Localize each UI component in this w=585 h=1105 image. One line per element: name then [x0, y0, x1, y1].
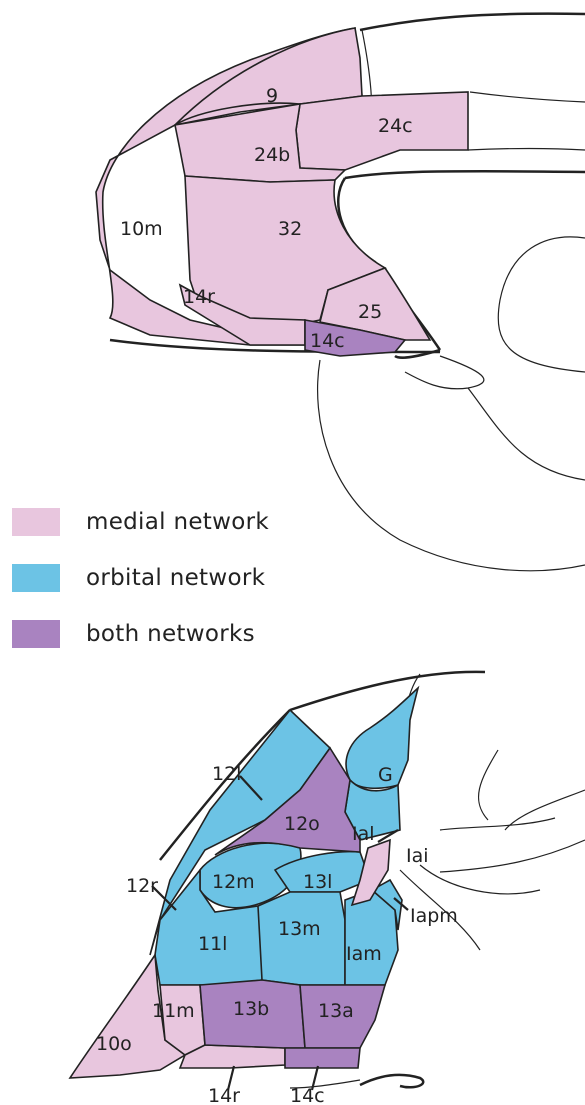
- legend-item-both: both networks: [12, 606, 332, 662]
- medial-swatch: [12, 508, 60, 536]
- legend-label-orbital: orbital network: [86, 565, 265, 591]
- legend-item-orbital: orbital network: [12, 550, 332, 606]
- label-12l: 12l: [212, 763, 241, 785]
- label-G: G: [378, 764, 393, 786]
- label-12o: 12o: [284, 813, 320, 835]
- label-Iapm: Iapm: [410, 905, 458, 927]
- label-12r: 12r: [126, 875, 158, 897]
- label-10o: 10o: [96, 1033, 132, 1055]
- label-13m: 13m: [278, 918, 321, 940]
- label-24c: 24c: [378, 115, 413, 137]
- label-11m: 11m: [152, 1000, 195, 1022]
- label-14r-orbital: 14r: [208, 1085, 240, 1105]
- label-14c-medial: 14c: [310, 330, 345, 352]
- label-13a: 13a: [318, 1000, 354, 1022]
- label-Ial: Ial: [352, 823, 375, 845]
- label-25: 25: [358, 301, 382, 323]
- region-14c-orbital: [285, 1048, 360, 1068]
- label-12m: 12m: [212, 871, 255, 893]
- label-24b: 24b: [254, 144, 290, 166]
- legend-label-medial: medial network: [86, 509, 269, 535]
- label-11l: 11l: [198, 933, 227, 955]
- label-32: 32: [278, 218, 302, 240]
- orbital-swatch: [12, 564, 60, 592]
- legend-item-medial: medial network: [12, 494, 332, 550]
- medial-regions: [96, 28, 468, 345]
- label-10m: 10m: [120, 218, 163, 240]
- label-Iam: Iam: [346, 943, 382, 965]
- legend-label-both: both networks: [86, 621, 255, 647]
- label-13b: 13b: [233, 998, 269, 1020]
- both-swatch: [12, 620, 60, 648]
- label-13l: 13l: [303, 871, 332, 893]
- label-9: 9: [266, 85, 278, 107]
- legend: medial network orbital network both netw…: [12, 494, 332, 662]
- label-Iai: Iai: [406, 845, 429, 867]
- medial-view: [96, 14, 585, 571]
- label-14c-orbital: 14c: [290, 1085, 325, 1105]
- label-14r-medial: 14r: [183, 286, 215, 308]
